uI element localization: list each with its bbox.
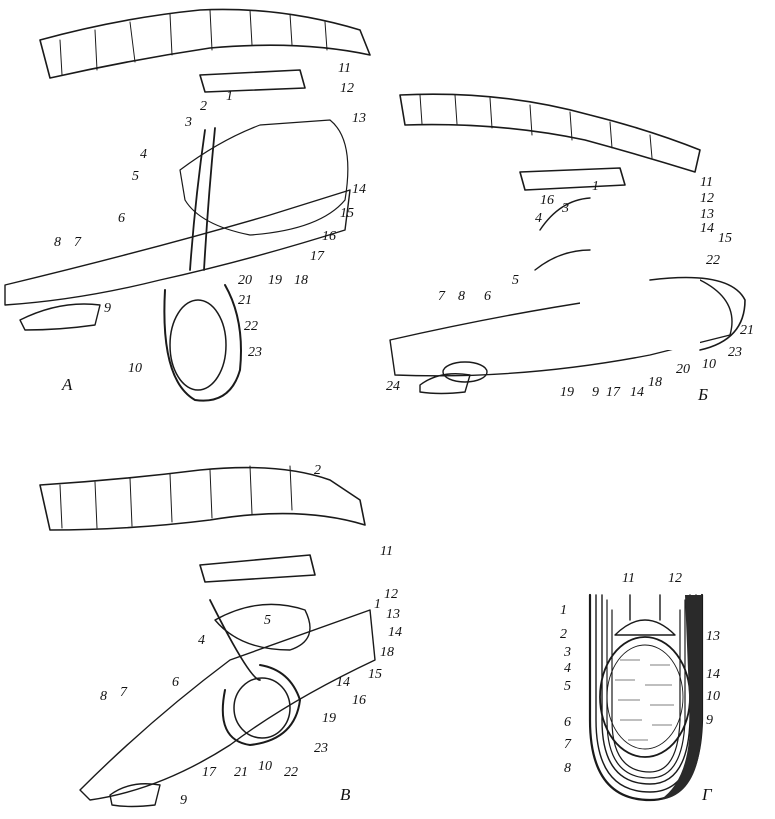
panel-g-label-2: 2 <box>560 627 567 642</box>
panel-v-label-1: 1 <box>374 597 381 612</box>
panel-v-label-9: 9 <box>180 793 187 808</box>
panel-v-label-21: 21 <box>234 765 248 780</box>
panel-g-label-5: 5 <box>564 679 571 694</box>
panel-b-label-4: 4 <box>535 211 542 226</box>
panel-b-label-14b: 14 <box>630 385 644 400</box>
panel-v-label-19: 19 <box>322 711 336 726</box>
panel-g: 1 2 3 4 5 6 7 8 9 10 11 12 13 14 Г <box>560 571 720 804</box>
panel-v-label-11: 11 <box>380 544 393 559</box>
panel-g-label-14: 14 <box>706 667 720 682</box>
panel-g-letter: Г <box>701 785 713 804</box>
panel-b-letter: Б <box>697 385 708 404</box>
panel-b-label-11: 11 <box>700 175 713 190</box>
panel-b-label-14: 14 <box>700 221 714 236</box>
panel-g-label-1: 1 <box>560 603 567 618</box>
panel-v-label-12: 12 <box>384 587 398 602</box>
panel-g-label-3: 3 <box>563 645 571 660</box>
panel-g-label-8: 8 <box>564 761 571 776</box>
panel-v-label-14: 14 <box>388 625 402 640</box>
panel-g-label-6: 6 <box>564 715 571 730</box>
panel-v-label-5: 5 <box>264 613 271 628</box>
panel-a-label-10: 10 <box>128 361 142 376</box>
panel-a-label-6: 6 <box>118 211 125 226</box>
panel-b-label-18: 18 <box>648 375 662 390</box>
panel-g-label-13: 13 <box>706 629 720 644</box>
panel-b-label-8: 8 <box>458 289 465 304</box>
panel-b: 1 3 4 5 6 7 8 9 10 11 12 13 14 15 16 17 … <box>386 93 754 404</box>
panel-b-label-5: 5 <box>512 273 519 288</box>
panel-a-label-16: 16 <box>322 229 336 244</box>
panel-b-label-9: 9 <box>592 385 599 400</box>
panel-a-label-20: 20 <box>238 273 252 288</box>
panel-v-label-17: 17 <box>202 765 217 780</box>
panel-a-label-23: 23 <box>248 345 262 360</box>
panel-b-label-23: 23 <box>728 345 742 360</box>
panel-b-label-7: 7 <box>438 289 446 304</box>
panel-b-label-15: 15 <box>718 231 732 246</box>
panel-b-label-20: 20 <box>676 362 690 377</box>
panel-v-label-13: 13 <box>386 607 400 622</box>
panel-b-label-21: 21 <box>740 323 754 338</box>
panel-a-label-4: 4 <box>140 147 147 162</box>
panel-v-label-6: 6 <box>172 675 179 690</box>
panel-v-label-23: 23 <box>314 741 328 756</box>
panel-a-letter: А <box>61 375 73 394</box>
panel-b-label-24: 24 <box>386 379 400 394</box>
panel-a-label-13: 13 <box>352 111 366 126</box>
panel-b-label-16: 16 <box>540 193 554 208</box>
panel-b-label-19: 19 <box>560 385 574 400</box>
panel-a-label-18: 18 <box>294 273 308 288</box>
panel-g-label-12: 12 <box>668 571 682 586</box>
panel-v-label-14b: 14 <box>336 675 350 690</box>
panel-b-label-13: 13 <box>700 207 714 222</box>
panel-a-label-14: 14 <box>352 182 366 197</box>
panel-v-label-4: 4 <box>198 633 205 648</box>
panel-g-label-10: 10 <box>706 689 720 704</box>
panel-v-label-16: 16 <box>352 693 366 708</box>
panel-b-label-12: 12 <box>700 191 714 206</box>
panel-b-label-6: 6 <box>484 289 491 304</box>
panel-a-label-11: 11 <box>338 61 351 76</box>
panel-a-label-21: 21 <box>238 293 252 308</box>
panel-v-label-10: 10 <box>258 759 272 774</box>
panel-g-label-11: 11 <box>622 571 635 586</box>
panel-a-label-22: 22 <box>244 319 258 334</box>
panel-a-label-15: 15 <box>340 206 354 221</box>
panel-a-label-9: 9 <box>104 301 111 316</box>
panel-b-label-3: 3 <box>561 201 569 216</box>
panel-a: 1 2 3 4 5 6 7 8 9 10 11 12 13 14 15 16 1… <box>4 8 371 402</box>
panel-a-label-19: 19 <box>268 273 282 288</box>
panel-a-label-3: 3 <box>184 115 192 130</box>
panel-a-label-2: 2 <box>200 99 207 114</box>
panel-g-label-9: 9 <box>706 713 713 728</box>
panel-b-label-22: 22 <box>706 253 720 268</box>
panel-g-label-4: 4 <box>564 661 571 676</box>
panel-v-label-18: 18 <box>380 645 394 660</box>
panel-a-label-8: 8 <box>54 235 61 250</box>
panel-a-label-7: 7 <box>74 235 82 250</box>
panel-b-label-17: 17 <box>606 385 621 400</box>
panel-g-label-7: 7 <box>564 737 572 752</box>
panel-b-label-10: 10 <box>702 357 716 372</box>
panel-a-label-5: 5 <box>132 169 139 184</box>
panel-v-label-2: 2 <box>314 463 321 478</box>
panel-v-label-15: 15 <box>368 667 382 682</box>
panel-v-letter: В <box>340 785 351 804</box>
panel-a-label-17: 17 <box>310 249 325 264</box>
panel-v-label-8: 8 <box>100 689 107 704</box>
panel-a-label-12: 12 <box>340 81 354 96</box>
panel-v: 1 2 4 5 6 7 8 9 10 11 12 13 14 14 15 16 … <box>39 463 402 808</box>
panel-v-label-22: 22 <box>284 765 298 780</box>
panel-b-label-1: 1 <box>592 179 599 194</box>
panel-a-label-1: 1 <box>226 89 233 104</box>
panel-v-label-7: 7 <box>120 685 128 700</box>
